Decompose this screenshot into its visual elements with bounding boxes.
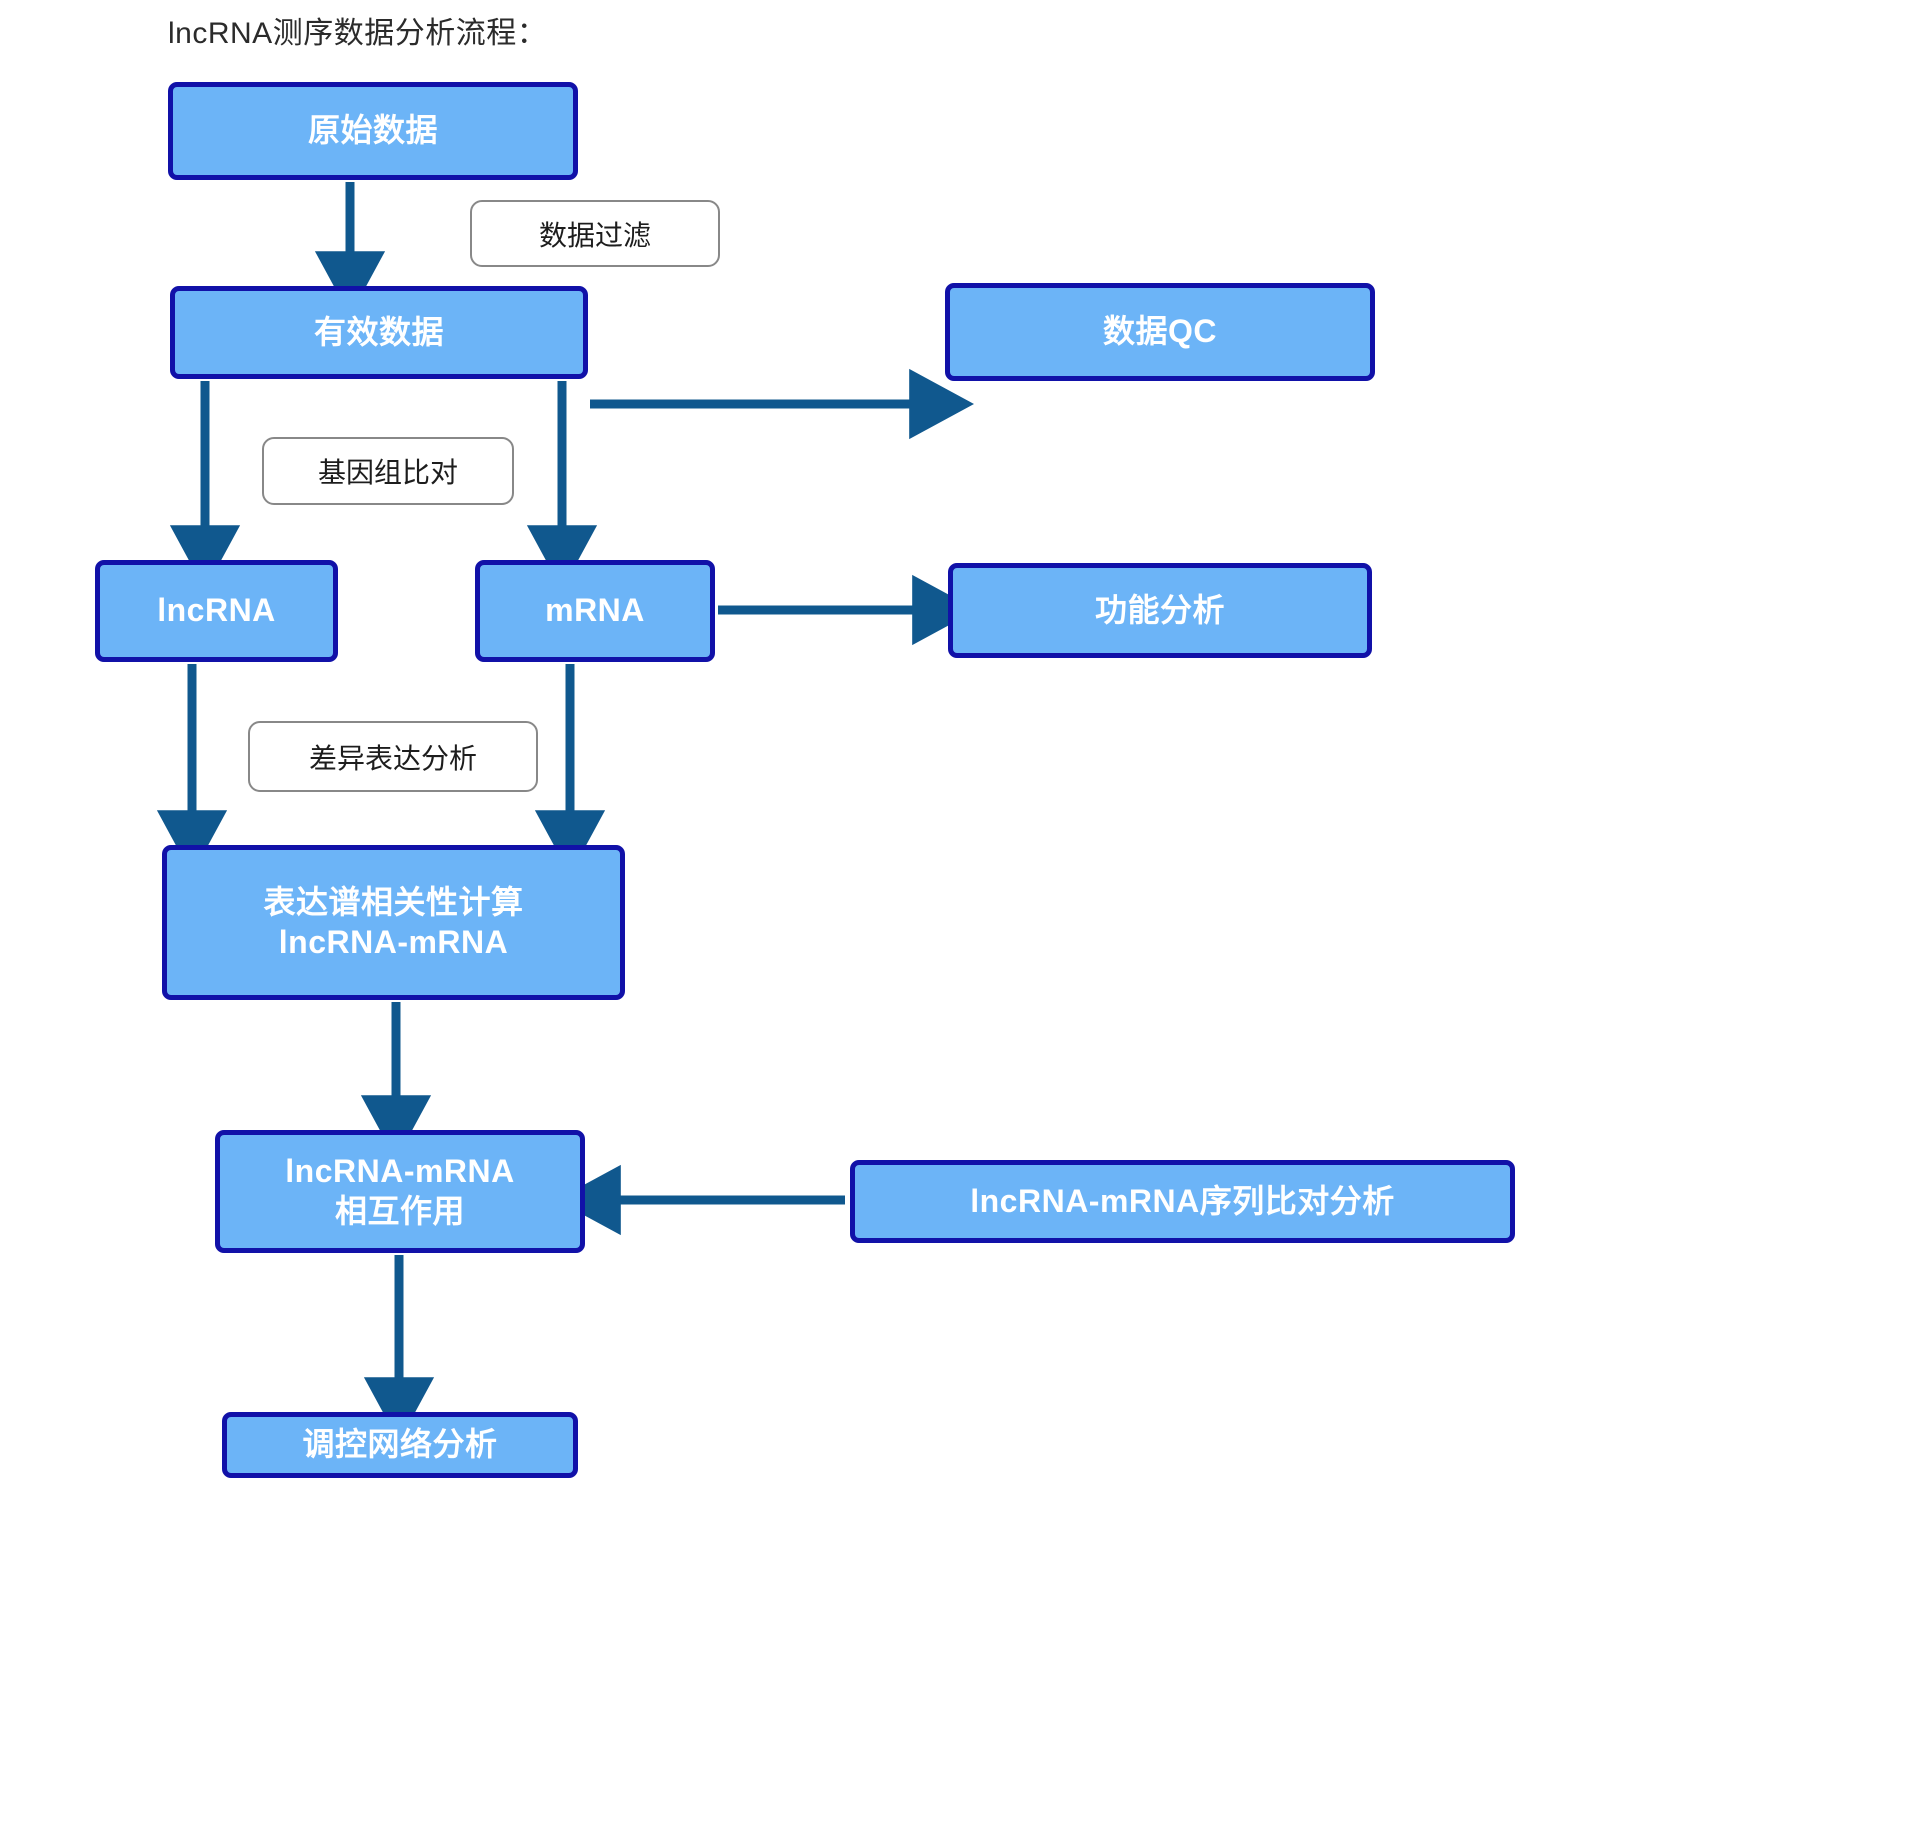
node-raw-data[interactable]: 原始数据 <box>168 82 578 180</box>
node-label: lncRNA <box>157 592 276 629</box>
node-label: 调控网络分析 <box>302 1426 498 1463</box>
node-label: 功能分析 <box>1094 591 1225 628</box>
node-label: 原始数据 <box>307 112 438 149</box>
node-label: mRNA <box>545 592 645 629</box>
node-label-line-1: 表达谱相关性计算 <box>263 883 524 920</box>
node-label-line-2: lncRNA-mRNA <box>278 923 509 960</box>
node-label: lncRNA-mRNA序列比对分析 <box>970 1182 1395 1219</box>
edge-label-differential-expression: 差异表达分析 <box>248 721 538 792</box>
node-functional-analysis[interactable]: 功能分析 <box>948 563 1372 658</box>
node-data-qc[interactable]: 数据QC <box>945 283 1375 381</box>
node-label-line-1: lncRNA-mRNA <box>285 1152 515 1189</box>
node-expression-correlation[interactable]: 表达谱相关性计算 lncRNA-mRNA <box>162 845 625 1000</box>
node-mrna[interactable]: mRNA <box>475 560 715 662</box>
node-label-line-2: 相互作用 <box>334 1192 465 1229</box>
node-sequence-alignment-analysis[interactable]: lncRNA-mRNA序列比对分析 <box>850 1160 1515 1243</box>
edge-label-text: 差异表达分析 <box>308 742 477 774</box>
node-lncrna[interactable]: lncRNA <box>95 560 338 662</box>
node-clean-data[interactable]: 有效数据 <box>170 286 588 379</box>
node-label: 有效数据 <box>313 313 444 350</box>
node-label: 数据QC <box>1102 313 1217 350</box>
edge-label-data-filter: 数据过滤 <box>470 200 720 267</box>
node-regulatory-network-analysis[interactable]: 调控网络分析 <box>222 1412 578 1478</box>
edge-label-genome-alignment: 基因组比对 <box>262 437 514 505</box>
edge-label-text: 基因组比对 <box>317 457 458 488</box>
page-title: lncRNA测序数据分析流程： <box>168 17 548 50</box>
edge-label-text: 数据过滤 <box>538 219 651 251</box>
node-lncrna-mrna-interaction[interactable]: lncRNA-mRNA 相互作用 <box>215 1130 585 1253</box>
